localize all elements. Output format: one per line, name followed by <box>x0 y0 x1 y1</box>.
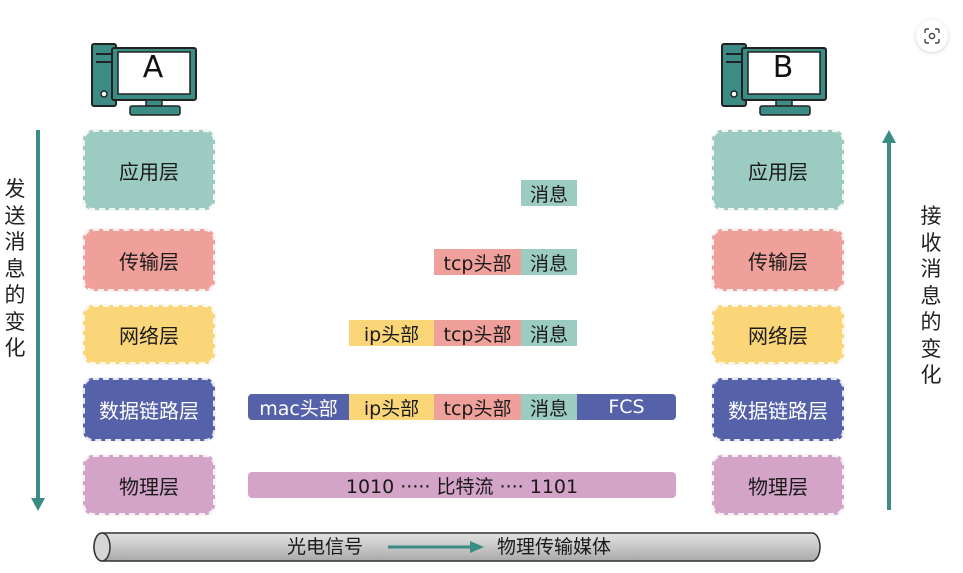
medium-media-label: 物理传输媒体 <box>497 536 612 558</box>
left-layer-physical: 物理层 <box>83 455 215 515</box>
computer-icon <box>91 43 197 116</box>
arrow-right-icon <box>388 541 484 553</box>
left-layer-network: 网络层 <box>83 305 215 364</box>
left-layer-application: 应用层 <box>83 130 215 210</box>
right-layer-datalink: 数据链路层 <box>712 378 844 441</box>
arrow-down-icon <box>31 130 45 511</box>
datalink-message: 消息 <box>521 394 577 420</box>
right-layer-physical: 物理层 <box>712 455 844 515</box>
datalink-fcs: FCS <box>577 394 676 420</box>
network-tcp-header: tcp头部 <box>434 320 521 346</box>
arrow-up-icon <box>882 130 896 510</box>
app-message: 消息 <box>521 180 577 206</box>
left-layer-datalink: 数据链路层 <box>83 378 215 441</box>
right-layer-network: 网络层 <box>712 305 844 364</box>
scan-icon-button[interactable] <box>916 20 948 52</box>
computer-icon <box>721 43 827 116</box>
left-side-label: 发送消息的变化 <box>4 177 26 360</box>
host-b: B <box>720 40 830 120</box>
datalink-tcp-header: tcp头部 <box>434 394 521 420</box>
physical-bitstream: 1010 ····· 比特流 ···· 1101 <box>248 472 676 498</box>
medium-signal-label: 光电信号 <box>287 536 364 558</box>
datalink-ip-header: ip头部 <box>349 394 434 420</box>
right-layer-transport: 传输层 <box>712 229 844 291</box>
transport-tcp-header: tcp头部 <box>434 249 521 275</box>
network-message: 消息 <box>521 320 577 346</box>
host-a-label: A <box>142 50 164 85</box>
right-side-label: 接收消息的变化 <box>920 204 942 387</box>
host-b-label: B <box>772 50 794 85</box>
transport-message: 消息 <box>521 249 577 275</box>
scan-icon <box>924 28 940 44</box>
right-layer-application: 应用层 <box>712 130 844 210</box>
host-a: A <box>90 40 200 120</box>
datalink-mac-header: mac头部 <box>248 394 349 420</box>
left-layer-transport: 传输层 <box>83 229 215 291</box>
network-ip-header: ip头部 <box>349 320 434 346</box>
